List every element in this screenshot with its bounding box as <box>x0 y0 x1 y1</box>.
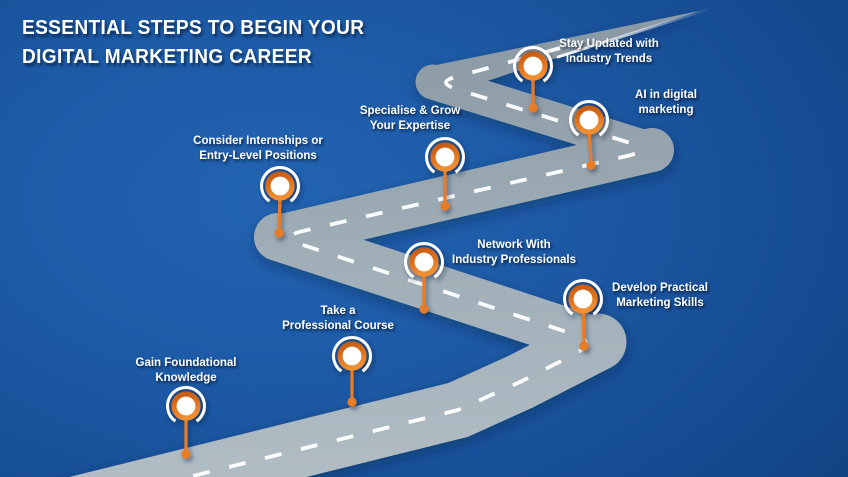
pin-outer-arc <box>425 137 465 177</box>
pin-ground-dot <box>347 397 357 407</box>
title-line-1: ESSENTIAL STEPS TO BEGIN YOUR <box>22 16 365 39</box>
pin-ground-dot <box>419 304 429 314</box>
pin-ground-dot <box>274 228 284 238</box>
pin-ground-dot <box>579 341 589 351</box>
pin-ground-dot <box>528 103 538 113</box>
page-title: ESSENTIAL STEPS TO BEGIN YOUR DIGITAL MA… <box>22 14 364 71</box>
pin-specialise-grow <box>425 137 465 211</box>
pin-ground-dot <box>586 160 596 170</box>
pin-gain-foundational-knowledge <box>166 386 206 459</box>
pin-marker-icon <box>430 142 460 172</box>
title-line-2: DIGITAL MARKETING CAREER <box>22 44 312 68</box>
road <box>69 11 699 477</box>
road-segment-d <box>254 213 622 366</box>
pin-outer-arc <box>332 336 372 376</box>
road-segment-e <box>69 313 627 477</box>
pin-outer-arc <box>166 386 206 426</box>
pin-consider-internships <box>260 166 300 238</box>
pin-marker-icon <box>574 105 604 135</box>
pin-marker-icon <box>337 341 367 371</box>
pin-marker-icon <box>171 391 201 421</box>
pins <box>166 46 609 459</box>
pin-marker-icon <box>265 171 295 201</box>
pin-marker-icon <box>568 284 598 314</box>
pin-ground-dot <box>181 449 191 459</box>
pin-marker-icon <box>409 247 439 277</box>
pin-stem <box>277 196 282 230</box>
pin-ai-digital-marketing <box>568 100 609 170</box>
pin-stem <box>581 309 586 343</box>
pin-outer-arc <box>403 242 444 282</box>
pin-network-professionals <box>403 242 444 314</box>
pin-ground-dot <box>440 201 450 211</box>
pin-outer-arc <box>260 166 300 206</box>
road-horizon-streak <box>556 6 714 59</box>
pin-marker-icon <box>518 51 548 81</box>
pin-take-professional-course <box>332 336 372 407</box>
pin-stem <box>587 130 593 162</box>
